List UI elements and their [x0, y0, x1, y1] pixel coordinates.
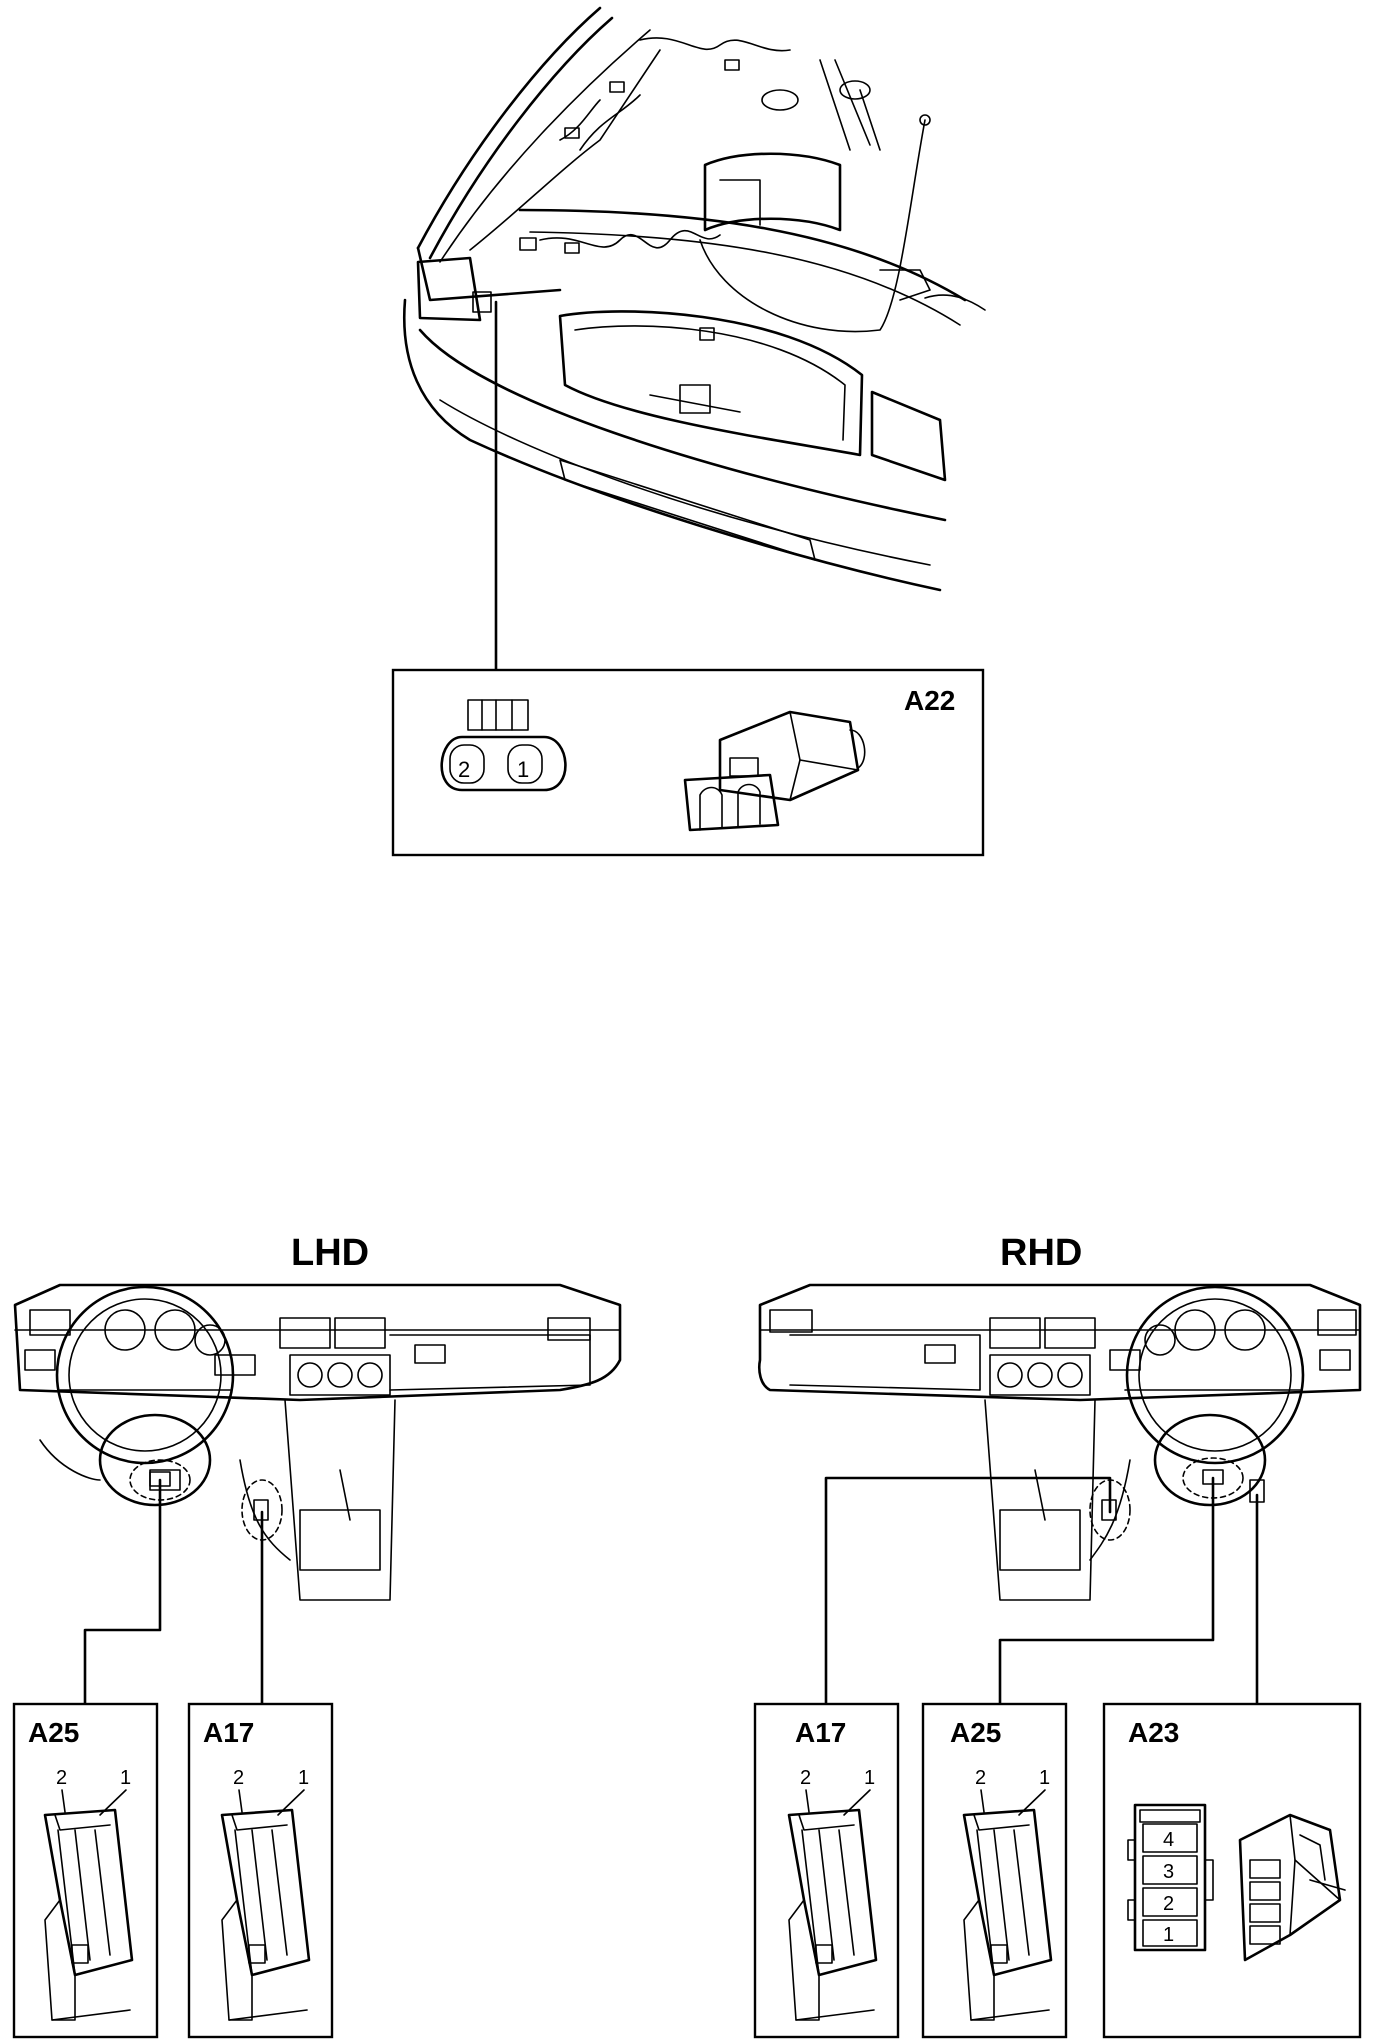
lhd-a25-label: A25 — [28, 1717, 79, 1748]
rhd-a23-label: A23 — [1128, 1717, 1179, 1748]
rhd-a17-box: A17 2 1 — [753, 1702, 900, 2039]
lhd-a25-pin-1: 1 — [120, 1767, 131, 1789]
lhd-a17-box: A17 2 1 — [187, 1702, 334, 2039]
a22-face-view: 2 1 — [440, 699, 567, 792]
a23-pin-3: 3 — [1163, 1861, 1174, 1883]
lhd-title: LHD — [291, 1232, 369, 1274]
lhd-a25-leader — [83, 1478, 162, 1706]
rhd-a17-pin-1: 1 — [864, 1767, 875, 1789]
a22-label: A22 — [904, 685, 955, 716]
rhd-dashboard-illustration — [758, 1283, 1362, 1601]
a23-pin-1: 1 — [1163, 1924, 1174, 1946]
a22-connector-3d — [683, 710, 866, 832]
lhd-a17-pin-2: 2 — [233, 1767, 244, 1789]
rhd-a25-box: A25 2 1 — [921, 1702, 1068, 2039]
rhd-a17-pin-2: 2 — [800, 1767, 811, 1789]
lhd-a17-connector-drawing — [220, 1789, 311, 2021]
lhd-a17-label: A17 — [203, 1717, 254, 1748]
rhd-a25-leader — [998, 1476, 1215, 1706]
lhd-a25-connector-drawing — [43, 1789, 134, 2021]
a23-pin-2: 2 — [1163, 1893, 1174, 1915]
rhd-a17-label: A17 — [795, 1717, 846, 1748]
a22-pin-2: 2 — [458, 757, 470, 782]
front-bumper-illustration — [403, 6, 986, 592]
rhd-title: RHD — [1000, 1232, 1082, 1274]
rhd-a23-box: A23 4 3 2 1 — [1102, 1702, 1362, 2039]
rhd-a25-pin-1: 1 — [1039, 1767, 1050, 1789]
a23-pin-4: 4 — [1163, 1829, 1174, 1851]
a22-connector-box: A22 2 1 — [391, 668, 985, 857]
lhd-dashboard-illustration — [13, 1283, 622, 1601]
lhd-a25-pin-2: 2 — [56, 1767, 67, 1789]
rhd-a25-label: A25 — [950, 1717, 1001, 1748]
rhd-a25-connector-drawing — [962, 1789, 1053, 2021]
a23-face-view: 4 3 2 1 — [1127, 1803, 1214, 1952]
rhd-a17-leader — [824, 1476, 1112, 1706]
a23-connector-3d — [1238, 1813, 1346, 1962]
lhd-a17-pin-1: 1 — [298, 1767, 309, 1789]
rhd-a25-pin-2: 2 — [975, 1767, 986, 1789]
lhd-a25-box: A25 2 1 — [12, 1702, 159, 2039]
rhd-a17-connector-drawing — [787, 1789, 878, 2021]
a22-pin-1: 1 — [517, 757, 529, 782]
